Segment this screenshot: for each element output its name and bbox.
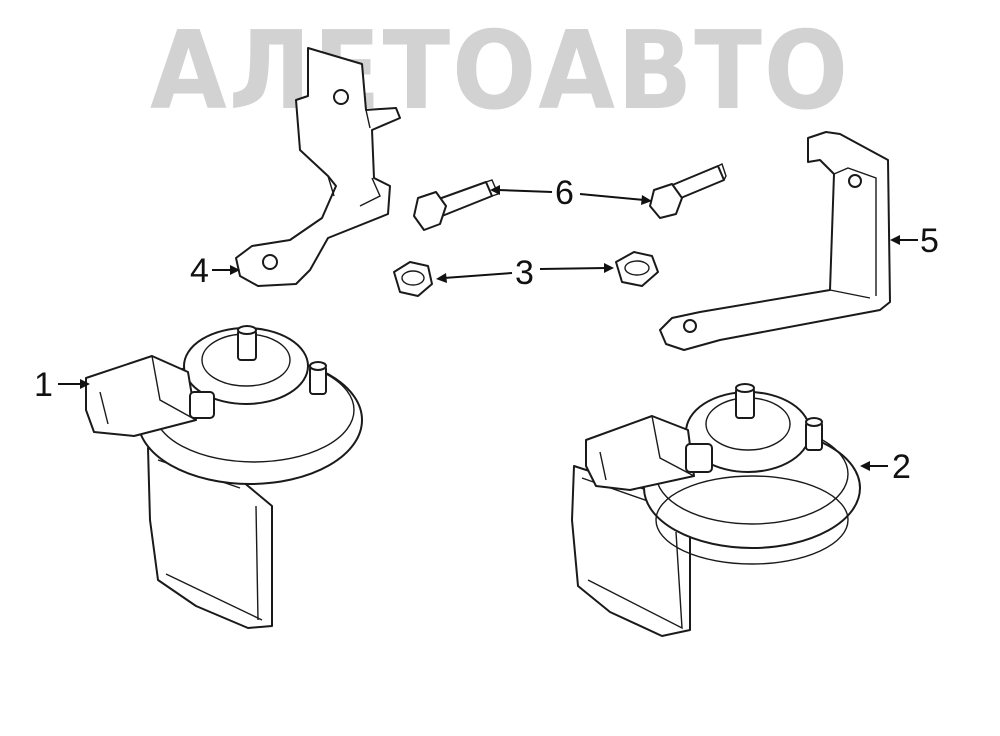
horn-left-icon (85, 325, 363, 629)
leader-5 (890, 235, 918, 245)
bracket-right-icon (659, 131, 891, 351)
callout-3: 3 (515, 254, 534, 292)
callout-5: 5 (920, 222, 939, 260)
bolt-right-icon (649, 163, 727, 219)
leader-1 (58, 379, 90, 389)
nut-right-icon (615, 251, 659, 287)
callout-2: 2 (892, 448, 911, 486)
callout-4: 4 (190, 252, 209, 290)
leader-3 (436, 263, 614, 283)
leader-6 (490, 185, 652, 205)
callout-1: 1 (34, 366, 53, 404)
watermark-logo: АЛЕТОАВТО (150, 9, 850, 134)
leader-2 (860, 461, 888, 471)
watermark-text: АЛЕТОАВТО (150, 9, 850, 134)
bracket-left-icon (235, 47, 401, 287)
nut-left-icon (393, 261, 433, 297)
callout-6: 6 (555, 174, 574, 212)
bolt-left-icon (413, 179, 499, 231)
horn-right-icon (571, 383, 861, 637)
leader-4 (212, 265, 240, 275)
